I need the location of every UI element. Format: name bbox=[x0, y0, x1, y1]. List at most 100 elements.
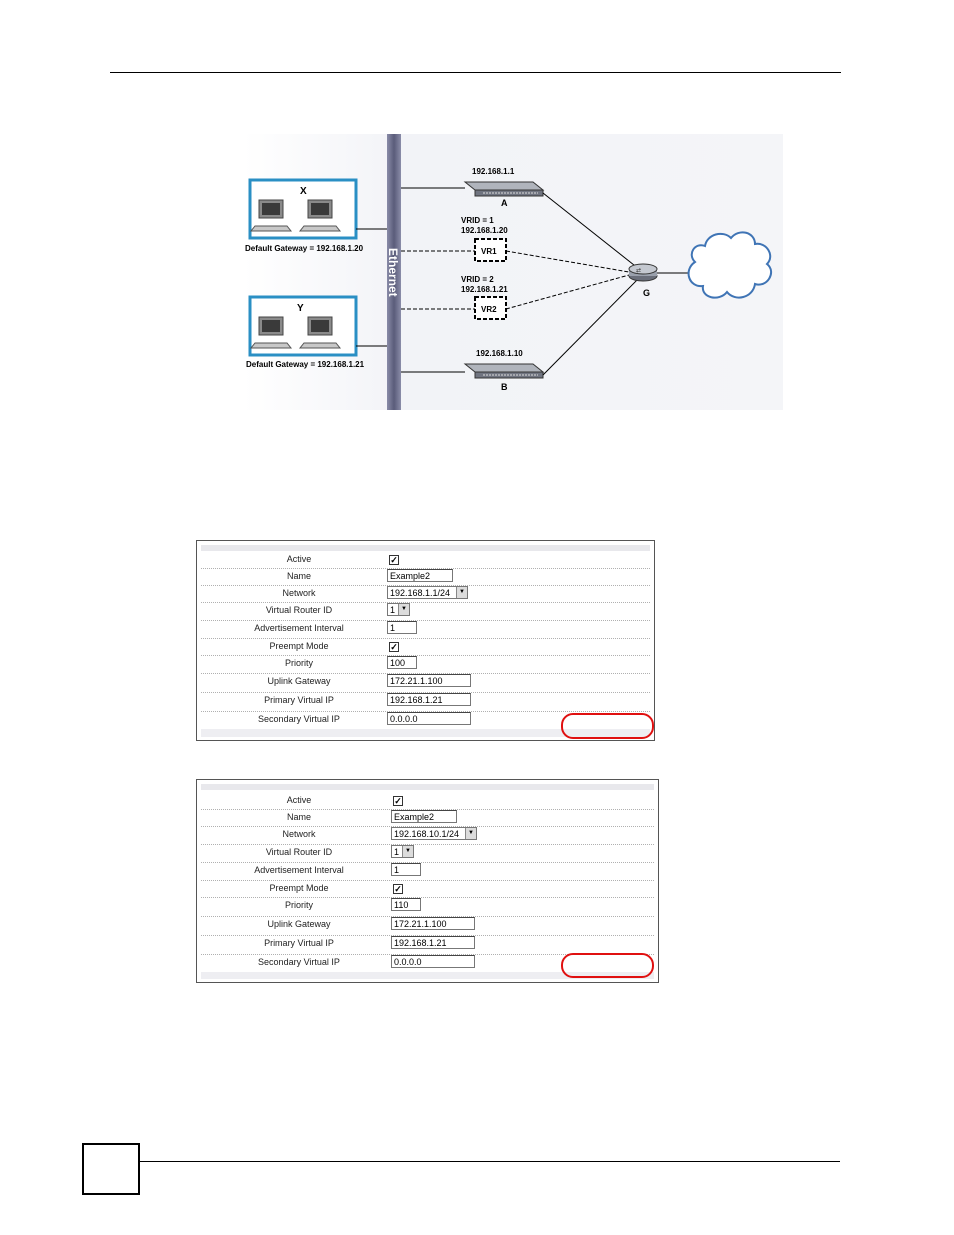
preempt-checkbox[interactable]: ✓ bbox=[393, 884, 403, 894]
vr2-vrid: VRID = 2 bbox=[461, 275, 494, 284]
header-rule bbox=[110, 72, 841, 73]
form-row-adv: Advertisement Interval 1 bbox=[201, 862, 654, 881]
form-row-primary: Primary Virtual IP 192.168.1.21 bbox=[201, 935, 654, 955]
active-label: Active bbox=[286, 795, 312, 805]
vrid-label: Virtual Router ID bbox=[265, 605, 333, 615]
adv-label: Advertisement Interval bbox=[254, 865, 344, 875]
computer-icon bbox=[298, 199, 342, 232]
uplink-label: Uplink Gateway bbox=[267, 676, 331, 686]
form-row-name: Name Example2 bbox=[201, 809, 654, 827]
chevron-down-icon: ▼ bbox=[402, 846, 413, 857]
router-label: G bbox=[643, 288, 650, 298]
preempt-label: Preempt Mode bbox=[269, 641, 329, 651]
switch-b-ip: 192.168.1.10 bbox=[476, 349, 523, 358]
form-row-active: Active ✓ bbox=[201, 551, 650, 569]
name-input[interactable]: Example2 bbox=[391, 810, 457, 823]
form-row-uplink: Uplink Gateway 172.21.1.100 bbox=[201, 916, 654, 936]
gateway-y-label: Default Gateway = 192.168.1.21 bbox=[246, 360, 365, 369]
active-label: Active bbox=[286, 554, 312, 564]
adv-interval-input[interactable]: 1 bbox=[391, 863, 421, 876]
uplink-label: Uplink Gateway bbox=[267, 919, 331, 929]
page-number-box bbox=[82, 1143, 140, 1195]
vrrp-config-form-1: Active ✓ Name Example2 Network 192.168.1… bbox=[196, 540, 655, 741]
chevron-down-icon: ▼ bbox=[456, 587, 467, 598]
name-input[interactable]: Example2 bbox=[387, 569, 453, 582]
router-icon: ⇄ bbox=[628, 263, 658, 282]
form-row-network: Network 192.168.10.1/24 ▼ bbox=[201, 826, 654, 845]
chevron-down-icon: ▼ bbox=[398, 604, 409, 615]
form-row-uplink: Uplink Gateway 172.21.1.100 bbox=[201, 673, 650, 693]
computer-icon bbox=[249, 316, 293, 349]
vr2-label: VR2 bbox=[481, 305, 497, 314]
name-label: Name bbox=[286, 812, 311, 822]
pc-group-y: Y bbox=[248, 295, 358, 357]
switch-a-label: A bbox=[501, 198, 508, 208]
vr1-ip: 192.168.1.20 bbox=[461, 226, 508, 235]
secondary-label: Secondary Virtual IP bbox=[258, 714, 340, 724]
vr2-box bbox=[474, 296, 507, 320]
highlight-ellipse bbox=[561, 713, 654, 739]
form-row-priority: Priority 110 bbox=[201, 897, 654, 917]
network-select[interactable]: 192.168.10.1/24 ▼ bbox=[391, 827, 477, 840]
name-label: Name bbox=[286, 571, 311, 581]
vr1-label: VR1 bbox=[481, 247, 497, 256]
secondary-vip-input[interactable]: 0.0.0.0 bbox=[391, 955, 475, 968]
uplink-gateway-input[interactable]: 172.21.1.100 bbox=[391, 917, 475, 930]
active-checkbox[interactable]: ✓ bbox=[393, 796, 403, 806]
form-row-secondary: Secondary Virtual IP 0.0.0.0 bbox=[201, 954, 654, 972]
form-row-vrid: Virtual Router ID 1 ▼ bbox=[201, 602, 650, 621]
vrid-select[interactable]: 1 ▼ bbox=[391, 845, 414, 858]
form-row-network: Network 192.168.1.1/24 ▼ bbox=[201, 585, 650, 603]
network-label: Network bbox=[282, 588, 316, 598]
ethernet-bar bbox=[387, 134, 401, 410]
secondary-label: Secondary Virtual IP bbox=[258, 957, 340, 967]
form-row-preempt: Preempt Mode ✓ bbox=[201, 638, 650, 656]
chevron-down-icon: ▼ bbox=[465, 828, 476, 839]
form-row-primary: Primary Virtual IP 192.168.1.21 bbox=[201, 692, 650, 712]
switch-a-icon bbox=[463, 181, 545, 197]
switch-a-ip: 192.168.1.1 bbox=[472, 167, 515, 176]
highlight-ellipse bbox=[561, 953, 654, 978]
vr1-box bbox=[474, 238, 507, 262]
uplink-gateway-input[interactable]: 172.21.1.100 bbox=[387, 674, 471, 687]
svg-text:Y: Y bbox=[297, 303, 304, 314]
network-label: Network bbox=[282, 829, 316, 839]
vr1-vrid: VRID = 1 bbox=[461, 216, 494, 225]
priority-input[interactable]: 100 bbox=[387, 656, 417, 669]
form-row-preempt: Preempt Mode ✓ bbox=[201, 880, 654, 898]
active-checkbox[interactable]: ✓ bbox=[389, 555, 399, 565]
form-row-priority: Priority 100 bbox=[201, 655, 650, 674]
svg-text:⇄: ⇄ bbox=[636, 267, 641, 274]
computer-icon bbox=[298, 316, 342, 349]
svg-text:X: X bbox=[300, 186, 307, 197]
adv-interval-input[interactable]: 1 bbox=[387, 621, 417, 634]
priority-input[interactable]: 110 bbox=[391, 898, 421, 911]
vrrp-network-diagram: Ethernet X Default Gateway = 192.168.1.2… bbox=[243, 134, 783, 410]
vrrp-config-form-2: Active ✓ Name Example2 Network 192.168.1… bbox=[196, 779, 659, 983]
footer-rule bbox=[140, 1161, 840, 1162]
vrid-label: Virtual Router ID bbox=[265, 847, 333, 857]
adv-label: Advertisement Interval bbox=[254, 623, 344, 633]
form-row-secondary: Secondary Virtual IP 0.0.0.0 bbox=[201, 711, 650, 729]
form-row-vrid: Virtual Router ID 1 ▼ bbox=[201, 844, 654, 863]
pc-group-x: X bbox=[248, 178, 358, 240]
priority-label: Priority bbox=[284, 658, 313, 668]
primary-vip-input[interactable]: 192.168.1.21 bbox=[387, 693, 471, 706]
secondary-vip-input[interactable]: 0.0.0.0 bbox=[387, 712, 471, 725]
primary-label: Primary Virtual IP bbox=[264, 695, 334, 705]
primary-vip-input[interactable]: 192.168.1.21 bbox=[391, 936, 475, 949]
vr2-ip: 192.168.1.21 bbox=[461, 285, 508, 294]
form-row-name: Name Example2 bbox=[201, 568, 650, 586]
form-row-adv: Advertisement Interval 1 bbox=[201, 620, 650, 639]
form-row-active: Active ✓ bbox=[201, 792, 654, 810]
network-select[interactable]: 192.168.1.1/24 ▼ bbox=[387, 586, 468, 599]
vrid-select[interactable]: 1 ▼ bbox=[387, 603, 410, 616]
internet-cloud-icon bbox=[687, 231, 773, 299]
priority-label: Priority bbox=[284, 900, 313, 910]
gateway-x-label: Default Gateway = 192.168.1.20 bbox=[245, 244, 364, 253]
preempt-checkbox[interactable]: ✓ bbox=[389, 642, 399, 652]
ethernet-label: Ethernet bbox=[386, 248, 400, 297]
switch-b-icon bbox=[463, 363, 545, 379]
preempt-label: Preempt Mode bbox=[269, 883, 329, 893]
computer-icon bbox=[249, 199, 293, 232]
